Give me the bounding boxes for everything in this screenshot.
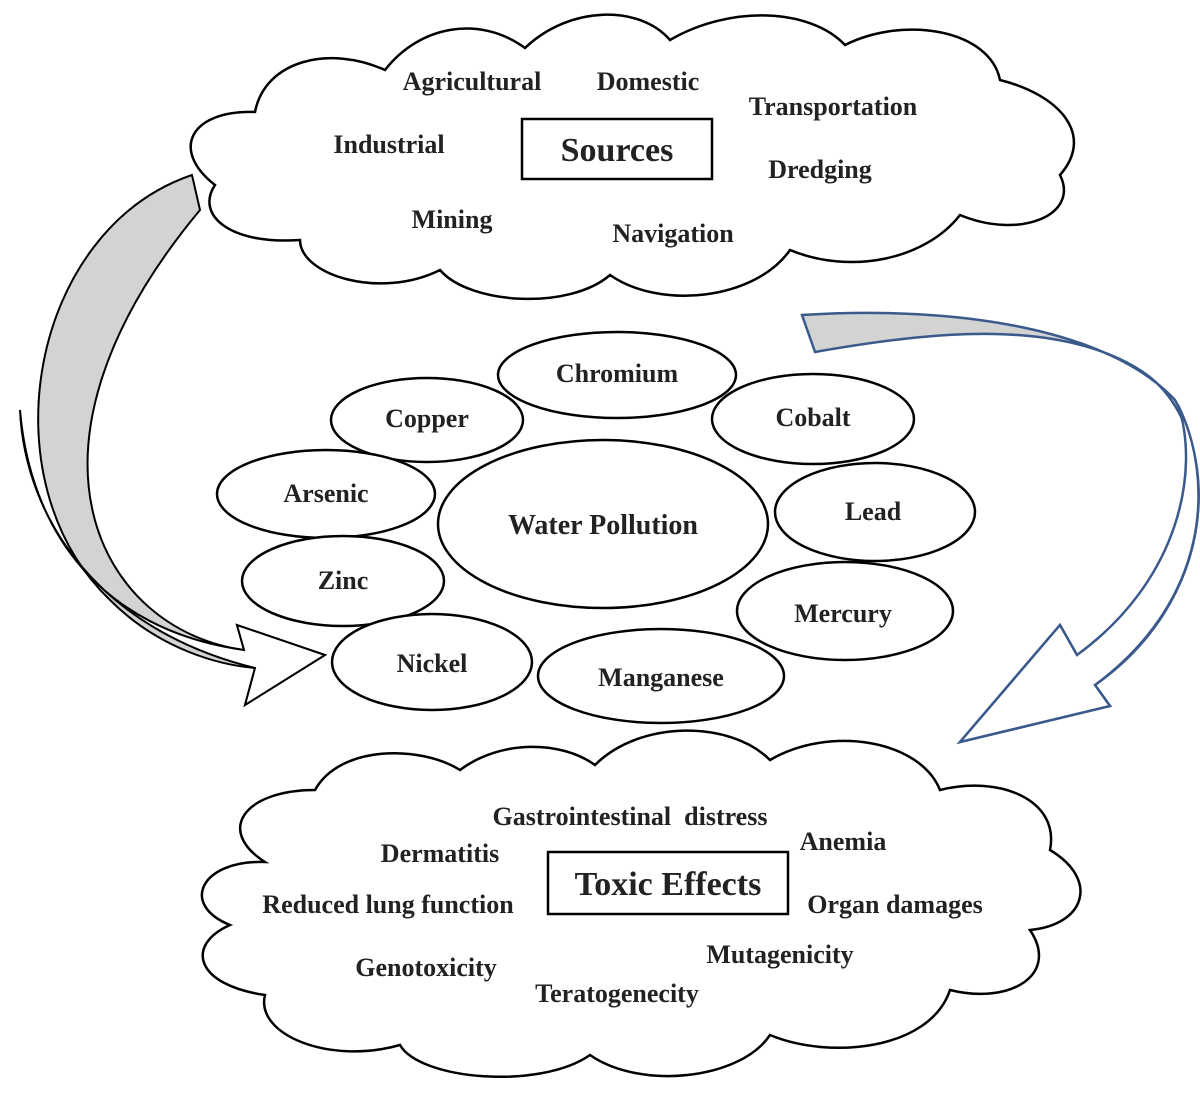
source-mining: Mining [412,205,493,234]
metal-zinc-ellipse [240,534,446,628]
metal-copper: Copper [385,404,469,433]
metal-lead-ellipse [773,461,977,563]
source-industrial: Industrial [333,130,444,159]
metal-copper-ellipse [329,376,525,464]
metal-manganese-ellipse [536,627,786,725]
metal-cobalt: Cobalt [775,403,850,432]
effect-genotoxicity: Genotoxicity [355,953,497,982]
effect-organ-damages: Organ damages [807,890,983,919]
sources-cloud: Sources Agricultural Domestic Transporta… [189,13,1075,301]
sources-title: Sources [561,132,674,169]
effects-title-box [546,850,790,916]
metal-arsenic: Arsenic [283,479,368,508]
effect-anemia: Anemia [800,827,887,856]
metal-cobalt-ellipse [710,372,916,466]
source-domestic: Domestic [597,67,700,96]
effects-cloud: Toxic Effects Gastrointestinal distress … [200,729,1082,1078]
source-navigation: Navigation [612,219,734,248]
effect-reduced-lung-function: Reduced lung function [262,890,514,919]
metal-manganese: Manganese [598,663,724,692]
metal-mercury: Mercury [794,599,892,628]
metal-chromium: Chromium [556,359,679,388]
arrow-metals-to-effects-inner [956,404,1200,745]
source-transportation: Transportation [749,92,918,121]
effect-gastrointestinal: Gastrointestinal distress [493,802,768,831]
source-dredging: Dredging [768,155,872,184]
effects-title: Toxic Effects [575,866,762,903]
effect-teratogenecity: Teratogenecity [535,979,699,1008]
metal-zinc: Zinc [318,566,369,595]
source-agricultural: Agricultural [403,67,542,96]
metals-cluster: Water Pollution Chromium Copper Cobalt A… [215,330,977,725]
metal-chromium-ellipse [496,330,738,420]
effect-dermatitis: Dermatitis [381,839,499,868]
sources-title-box [520,117,714,181]
effect-mutagenicity: Mutagenicity [706,940,853,969]
arrow-sources-to-metals [37,173,328,708]
metal-nickel: Nickel [397,649,468,678]
water-pollution-ellipse [436,438,770,610]
metal-lead: Lead [845,497,902,526]
arrow-sources-to-metals-inner [19,409,328,708]
water-pollution-title: Water Pollution [508,510,698,541]
metal-mercury-ellipse [735,560,955,662]
metal-nickel-ellipse [330,612,534,712]
